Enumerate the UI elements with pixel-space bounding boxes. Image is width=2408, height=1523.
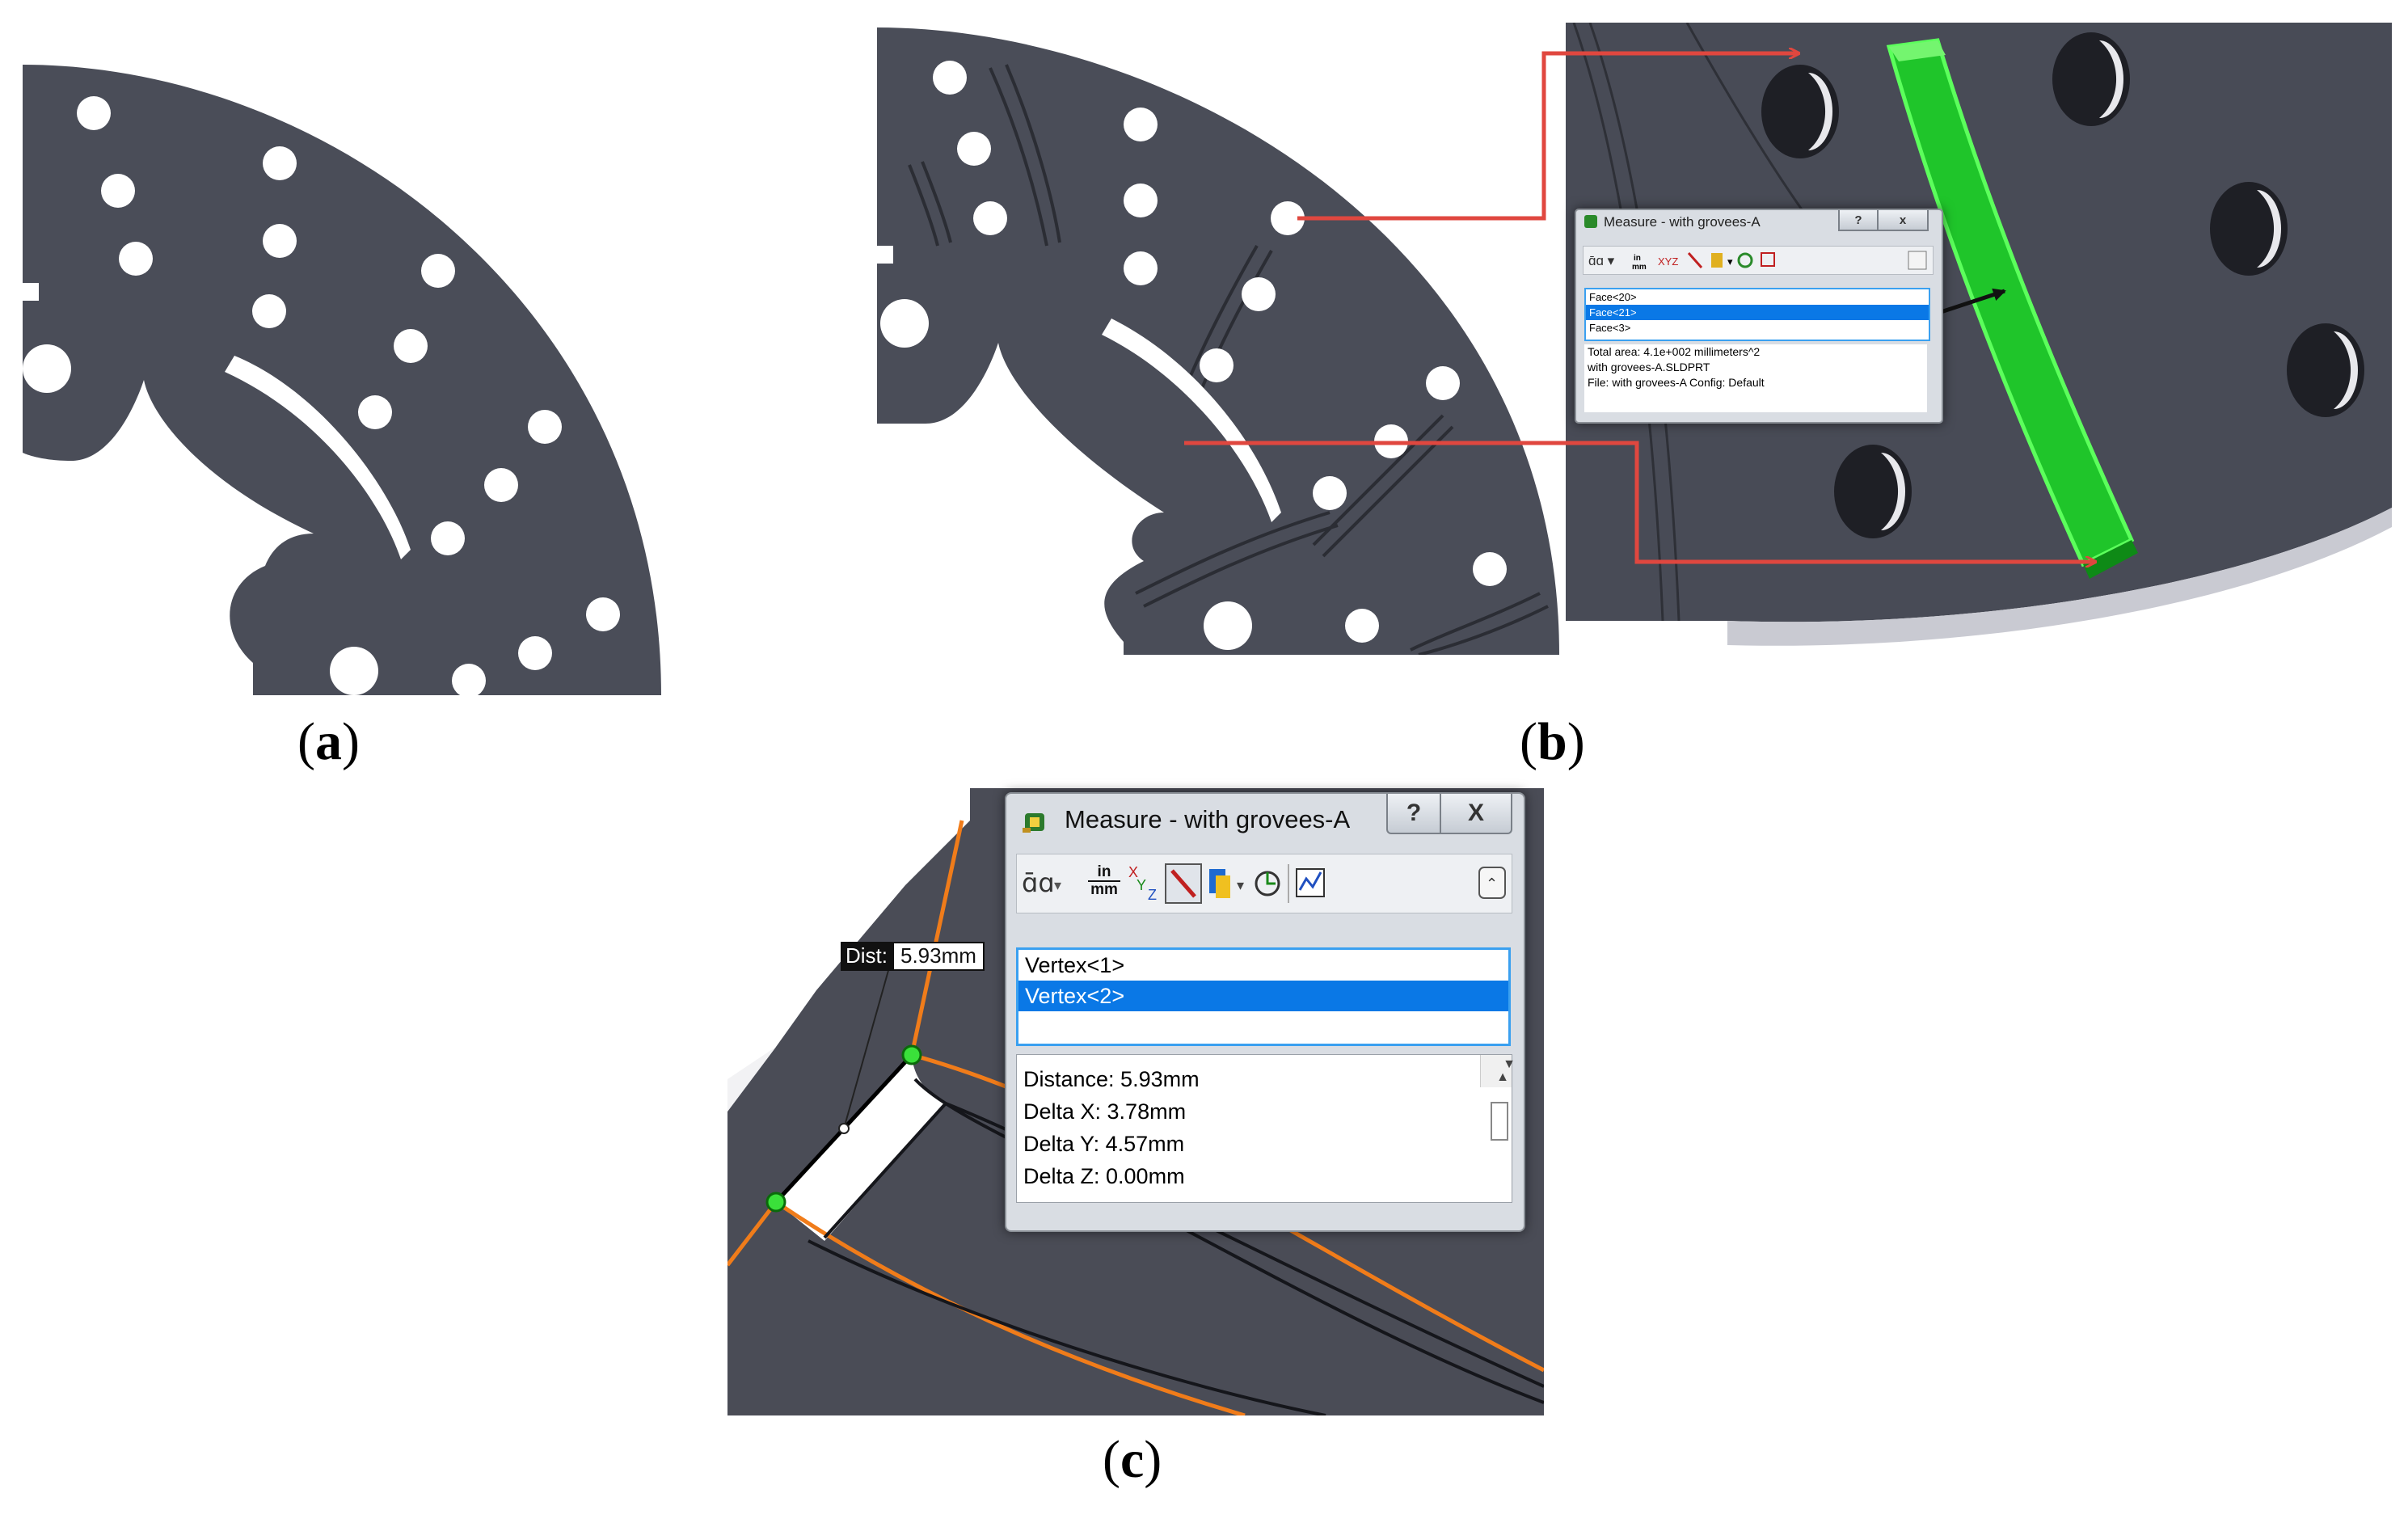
- disc-face: [1566, 23, 2392, 622]
- measure-tape-icon: [1023, 808, 1048, 834]
- collapse-icon[interactable]: ⌃: [1478, 867, 1506, 899]
- svg-text:▾: ▾: [1237, 877, 1244, 894]
- unit-bottom-label: mm: [1088, 880, 1120, 898]
- result-delta-x: Delta X: 3.78mm: [1023, 1099, 1187, 1124]
- result-delta-z: Delta Z: 0.00mm: [1023, 1164, 1185, 1188]
- svg-text:▾: ▾: [1727, 255, 1733, 268]
- scroll-down-arrow[interactable]: ▼: [1503, 1057, 1516, 1071]
- dialog-title: Measure - with grovees-A: [1604, 214, 1761, 230]
- title-bar: Measure - with grovees-A ? X: [1006, 794, 1524, 846]
- panel-a-flat-disc: [23, 65, 661, 695]
- arc-center-icon[interactable]: ɑ̄ɑ ▾: [1022, 867, 1061, 898]
- panel-b-zoom-view: [1566, 23, 2392, 650]
- svg-text:⌃: ⌃: [1486, 875, 1498, 892]
- selection-item[interactable]: Vertex<1>: [1025, 953, 1125, 977]
- result-line: File: with grovees-A Config: Default: [1588, 376, 1765, 389]
- svg-text:X: X: [1128, 864, 1138, 880]
- title-bar: Measure - with grovees-A ? x: [1576, 210, 1942, 233]
- selection-item[interactable]: [1018, 1011, 1508, 1042]
- help-button[interactable]: ?: [1386, 794, 1441, 834]
- selection-list[interactable]: Face<20> Face<21> Face<3>: [1584, 288, 1930, 341]
- callout-label: Dist:: [841, 942, 892, 971]
- svg-text:Z: Z: [1148, 887, 1157, 903]
- unit-top-label: in: [1097, 863, 1111, 880]
- panel-b-grooved-disc: [877, 27, 1559, 655]
- svg-text:mm: mm: [1632, 263, 1647, 272]
- measure-tape-icon: [1584, 215, 1597, 228]
- caption-b: (b): [1520, 712, 1585, 771]
- svg-text:ɑ̄ɑ ▾: ɑ̄ɑ ▾: [1588, 253, 1615, 268]
- callout-leader: [843, 967, 890, 1129]
- selection-item[interactable]: Face<20>: [1589, 291, 1637, 303]
- scroll-up-arrow[interactable]: ▲: [1496, 1070, 1509, 1084]
- svg-text:in: in: [1634, 254, 1641, 263]
- disc-shape: [23, 65, 661, 695]
- measure-toolbar: ɑ̄ɑ ▾ in mm XYZ ▾: [1583, 246, 1934, 275]
- results-panel: Total area: 4.1e+002 millimeters^2 with …: [1584, 344, 1927, 412]
- selection-item-active[interactable]: Vertex<2>: [1018, 981, 1508, 1011]
- svg-text:Y: Y: [1137, 877, 1146, 893]
- measure-toolbar: ɑ̄ɑ ▾ X Y Z ▾: [1016, 854, 1512, 913]
- caption-c: (c): [1103, 1430, 1162, 1489]
- result-line: with grovees-A.SLDPRT: [1588, 361, 1710, 373]
- red-arrow-top: [1297, 53, 1799, 221]
- close-button[interactable]: X: [1440, 794, 1512, 834]
- caption-a: (a): [297, 712, 360, 771]
- result-line: Total area: 4.1e+002 millimeters^2: [1588, 345, 1761, 358]
- measure-dialog: Measure - with grovees-A ? X ɑ̄ɑ ▾ X Y Z…: [1005, 792, 1525, 1232]
- sensor-icon[interactable]: [1296, 868, 1325, 897]
- history-icon[interactable]: [1255, 871, 1280, 897]
- measure-dialog-small: Measure - with grovees-A ? x ɑ̄ɑ ▾ in mm…: [1575, 209, 1943, 424]
- results-scrollbar[interactable]: ▲ ▼: [1480, 1055, 1516, 1141]
- projection-icon[interactable]: ▾: [1209, 869, 1244, 898]
- scroll-thumb[interactable]: [1491, 1102, 1508, 1141]
- distance-callout: Dist: 5.93mm: [841, 942, 985, 971]
- xyz-icon[interactable]: X Y Z: [1128, 864, 1157, 903]
- callout-value: 5.93mm: [892, 942, 985, 971]
- help-button[interactable]: ?: [1838, 210, 1879, 231]
- result-distance: Distance: 5.93mm: [1023, 1067, 1200, 1091]
- svg-text:▾: ▾: [1054, 877, 1061, 894]
- vertex-1-point[interactable]: [901, 1044, 922, 1065]
- disc-holes: [23, 96, 620, 695]
- selection-item-active[interactable]: Face<21>: [1586, 305, 1929, 320]
- result-delta-y: Delta Y: 4.57mm: [1023, 1132, 1185, 1156]
- selection-item[interactable]: Face<3>: [1589, 322, 1631, 334]
- vertex-2-point[interactable]: [765, 1192, 787, 1213]
- disc-rim: [1727, 508, 2392, 646]
- dialog-title: Measure - with grovees-A: [1065, 805, 1351, 833]
- unit-toggle-icon[interactable]: in mm: [1088, 864, 1120, 898]
- grooved-disc-graphic: [877, 27, 1559, 655]
- results-panel: Distance: 5.93mm Delta X: 3.78mm Delta Y…: [1016, 1054, 1516, 1203]
- zoom-disc-graphic: [1566, 23, 2392, 650]
- groove-channel: [776, 1055, 946, 1241]
- drilled-holes: [1761, 32, 2364, 538]
- point-to-point-icon[interactable]: [1165, 863, 1202, 904]
- svg-text:ɑ̄ɑ: ɑ̄ɑ: [1022, 867, 1055, 898]
- close-button[interactable]: x: [1877, 210, 1929, 231]
- red-arrow-bottom: [1184, 441, 2095, 562]
- flat-disc-graphic: [23, 65, 661, 695]
- svg-text:XYZ: XYZ: [1658, 255, 1678, 268]
- selection-list[interactable]: Vertex<1> Vertex<2>: [1016, 947, 1511, 1046]
